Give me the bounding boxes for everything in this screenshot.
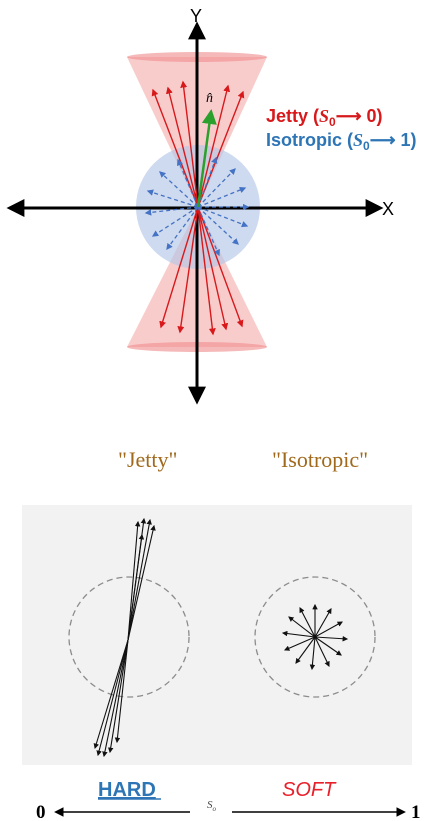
- legend-jetty-value: ⟶ 0): [336, 106, 383, 126]
- scale-variable-subscript: o: [213, 805, 217, 813]
- legend-jetty: Jetty (S0⟶ 0): [266, 106, 383, 129]
- thrust-axis-vector: [196, 109, 217, 208]
- jetty-title: "Jetty": [118, 447, 178, 472]
- scale-variable-symbol: S: [207, 799, 213, 811]
- scale-variable: So: [207, 799, 217, 813]
- scale-soft-label: SOFT: [282, 779, 337, 801]
- y-axis-label: Y: [190, 6, 202, 26]
- isotropic-event-arrows: [281, 603, 349, 671]
- bottom-diagram: "Jetty" "Isotropic": [22, 447, 421, 821]
- legend-isotropic-s: S: [353, 130, 363, 150]
- legend-isotropic-word: Isotropic: [266, 130, 342, 150]
- scale-right-value: 1: [411, 802, 421, 821]
- jetty-event-arrows: [93, 517, 156, 758]
- legend-isotropic: Isotropic (S0⟶ 1): [266, 130, 417, 153]
- legend-jetty-word: Jetty: [266, 106, 308, 126]
- legend-jetty-s: S: [319, 106, 329, 126]
- thrust-axis-label: n̂: [206, 91, 213, 106]
- isotropic-title: "Isotropic": [272, 447, 368, 472]
- isotropic-event-circle: [254, 576, 376, 698]
- bottom-panel-background: [22, 505, 412, 765]
- jet-arrows: [151, 80, 245, 336]
- isotropic-arrows: [144, 156, 250, 257]
- legend-isotropic-value: ⟶ 1): [370, 130, 417, 150]
- legend-jetty-sub: 0: [329, 115, 336, 129]
- jetty-event-circle: [68, 576, 190, 698]
- legend-isotropic-sub: 0: [363, 139, 370, 153]
- scale-left-value: 0: [36, 802, 46, 821]
- scale-hard-label: HARD: [98, 779, 156, 801]
- top-diagram: Y X: [6, 6, 417, 405]
- x-axis-label: X: [382, 199, 394, 219]
